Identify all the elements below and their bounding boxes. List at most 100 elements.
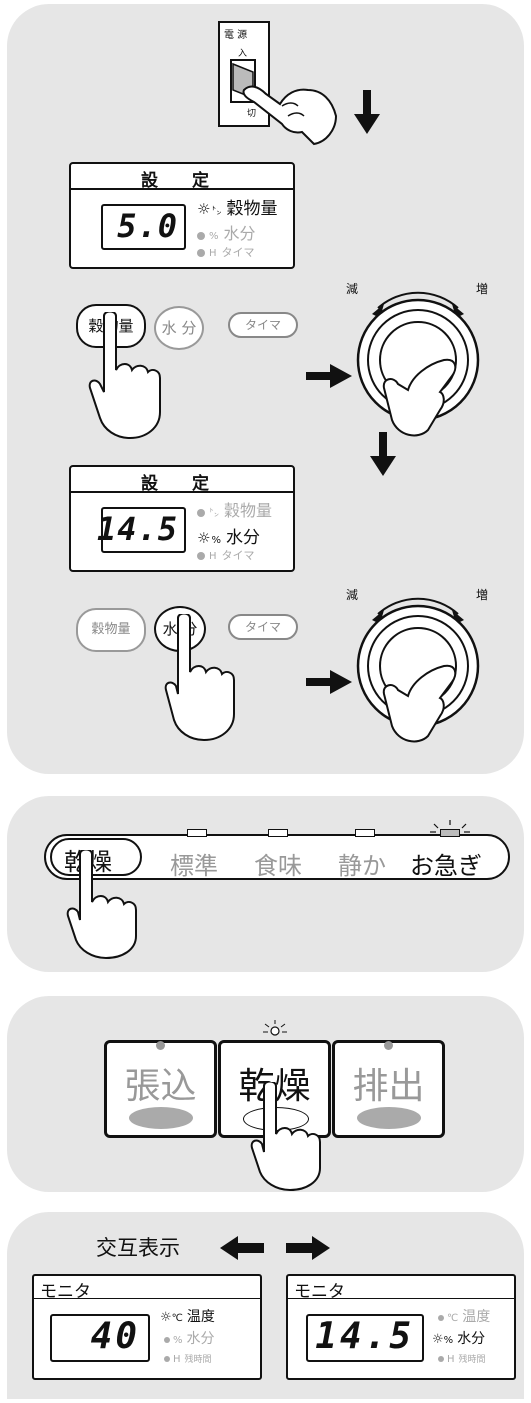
unlit-lamp-icon: [197, 232, 205, 240]
indicator-unit: %: [209, 231, 219, 242]
discharge-button[interactable]: 排出: [332, 1040, 445, 1138]
mode-quiet[interactable]: 静か: [338, 852, 386, 880]
indicator-timer: H タイマ: [197, 547, 255, 563]
finger-pressing-icon: [164, 614, 235, 742]
unlit-lamp-icon: [197, 249, 205, 257]
indicator-unit: ㌧: [209, 508, 219, 519]
alternate-display-label: 交互表示: [96, 1236, 180, 1260]
readout-value: 14.5: [315, 1316, 414, 1357]
indicator-label: タイマ: [221, 246, 255, 259]
hand-pressing-switch-icon: [242, 85, 338, 146]
monitor-divider: [34, 1298, 260, 1299]
monitor-title: モニタ: [40, 1282, 91, 1302]
indicator-moisture: ☼%水分: [197, 523, 260, 548]
mode-rush[interactable]: お急ぎ: [410, 852, 482, 880]
status-dot: [383, 1041, 393, 1050]
readout-value: 5.0: [117, 207, 178, 245]
readout-value: 14.5: [96, 510, 178, 548]
indicator-moisture: %水分: [164, 1328, 215, 1348]
indicator-label: 穀物量: [224, 501, 273, 520]
decrease-label: 減: [346, 588, 359, 602]
indicator-label: 温度: [186, 1309, 215, 1325]
indicator-timer: H タイマ: [197, 244, 255, 260]
seven-segment-readout: 14.5: [97, 507, 186, 553]
indicator-unit: H: [447, 1354, 455, 1365]
display-divider: [71, 491, 293, 493]
arrow-down-icon: [370, 432, 396, 476]
indicator-label: 穀物量: [226, 199, 278, 219]
lit-lamp-icon: ☼: [432, 1332, 444, 1347]
mode-lamp-lit: [440, 829, 460, 837]
indicator-unit: %: [211, 535, 221, 546]
indicator-grain: ㌧穀物量: [197, 497, 272, 521]
arrow-right-icon: [306, 364, 352, 388]
display-title: 設 定: [141, 474, 223, 494]
button-label: 張込: [124, 1066, 197, 1107]
dry-mode-button[interactable]: 乾燥: [50, 838, 142, 876]
display-title: 設 定: [141, 171, 223, 191]
button-pad: [128, 1107, 193, 1129]
indicator-unit: H: [209, 551, 217, 562]
adjustment-dial[interactable]: [348, 586, 488, 746]
lit-lamp-icon: ☼: [160, 1310, 172, 1325]
mode-lamp: [268, 829, 288, 837]
indicator-unit: ℃: [171, 1313, 183, 1324]
power-label: 電 源: [224, 30, 248, 41]
decrease-label: 減: [346, 282, 359, 296]
setting-display-moisture: 設 定 14.5 ㌧穀物量 ☼%水分 H タイマ: [69, 465, 295, 572]
unlit-lamp-icon: [164, 1356, 170, 1362]
unlit-lamp-icon: [438, 1356, 444, 1362]
indicator-unit: ℃: [447, 1313, 459, 1324]
unlit-lamp-icon: [197, 509, 205, 517]
timer-button[interactable]: タイマ: [228, 312, 298, 338]
indicator-label: 水分: [457, 1331, 486, 1347]
mode-standard[interactable]: 標準: [170, 852, 218, 880]
setting-display-grain: 設 定 5.0 ☼㌧穀物量 % 水分 H タイマ: [69, 162, 295, 269]
indicator-grain: ☼㌧穀物量: [197, 194, 277, 219]
increase-label: 増: [476, 282, 489, 296]
lit-lamp-icon: ☼: [197, 200, 211, 218]
monitor-title: モニタ: [294, 1282, 345, 1302]
monitor-divider: [288, 1298, 514, 1299]
indicator-label: 水分: [186, 1331, 215, 1347]
power-on-label: 入: [238, 49, 248, 59]
moisture-button[interactable]: 水 分: [154, 306, 204, 350]
unlit-lamp-icon: [438, 1315, 444, 1321]
indicator-unit: H: [173, 1354, 181, 1365]
lit-lamp-icon: [263, 1020, 287, 1036]
unlit-lamp-icon: [197, 552, 205, 560]
mode-lamp: [187, 829, 207, 837]
load-button[interactable]: 張込: [104, 1040, 217, 1138]
finger-pressing-icon: [66, 850, 137, 960]
indicator-unit: %: [173, 1335, 183, 1346]
unlit-lamp-icon: [164, 1337, 170, 1343]
indicator-unit: H: [209, 248, 217, 259]
indicator-label: タイマ: [221, 549, 255, 562]
adjustment-dial[interactable]: [348, 280, 488, 440]
seven-segment-readout: 5.0: [101, 204, 186, 250]
alternate-arrows-icon: [220, 1236, 330, 1260]
button-label: 排出: [352, 1066, 425, 1107]
indicator-unit: ㌧: [211, 206, 222, 217]
finger-pressing-icon: [88, 312, 161, 440]
readout-value: 40: [90, 1316, 140, 1357]
indicator-label: 残時間: [184, 1355, 212, 1365]
grain-button[interactable]: 穀物量: [76, 608, 146, 652]
mode-taste[interactable]: 食味: [254, 852, 302, 880]
seven-segment-readout: 14.5: [306, 1314, 424, 1362]
indicator-unit: %: [443, 1335, 454, 1346]
timer-button[interactable]: タイマ: [228, 614, 298, 640]
indicator-label: 温度: [462, 1309, 491, 1325]
lit-lamp-icon: ☼: [197, 529, 211, 547]
seven-segment-readout: 40: [50, 1314, 150, 1362]
mode-lamp: [355, 829, 375, 837]
indicator-label: 水分: [223, 224, 256, 243]
arrow-right-icon: [306, 670, 352, 694]
indicator-moisture: % 水分: [197, 220, 256, 244]
indicator-moisture: ☼%水分: [432, 1328, 485, 1348]
